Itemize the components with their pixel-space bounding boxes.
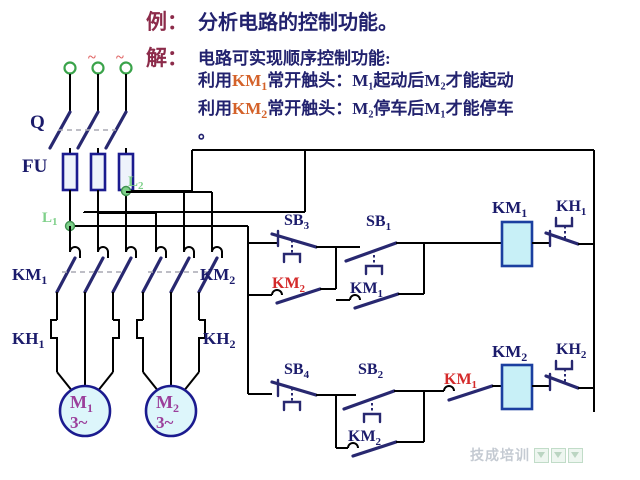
coil-km1: KM1 — [424, 198, 534, 268]
overload-contact-kh1[interactable]: KH1 — [532, 198, 594, 248]
sb4-label: SB4 — [284, 361, 310, 381]
supply-terminals: ~ ~ — [63, 50, 133, 112]
km1-hold-label: KM1 — [350, 280, 383, 300]
line2-km-sub: 1 — [261, 79, 268, 94]
watermark-logo-icon — [534, 447, 583, 463]
interlock-contact-km2[interactable]: KM2 — [248, 247, 337, 305]
stop-button-sb4[interactable]: SB4 — [270, 361, 336, 412]
solution-label: 解： — [146, 46, 188, 70]
solution-line-1: 电路可实现顺序控制功能: — [198, 49, 391, 68]
coil-km2-box — [500, 363, 534, 411]
km2-main-label: KM2 — [200, 265, 235, 287]
motor-m1-circle — [58, 384, 112, 438]
motor-m2-circle — [144, 384, 198, 438]
control-rung-2: SB4 SB2 KM2 — [248, 341, 594, 458]
line3-mid: 常开触头： — [267, 99, 353, 118]
coil-km1-box — [500, 220, 534, 268]
line2-km-label: KM — [232, 71, 262, 90]
motor-m2-type: 3~ — [156, 413, 174, 432]
coil-km1-label: KM1 — [492, 198, 527, 220]
km1-series-label: KM1 — [444, 371, 477, 391]
sb1-label: SB1 — [366, 213, 391, 233]
supply-terminal-l2 — [91, 61, 105, 75]
kh2-main-label: KH2 — [203, 329, 235, 351]
thermal-relay-kh2-main: KH2 — [136, 319, 235, 372]
km1-main-label: KM1 — [12, 265, 47, 287]
watermark-text: 技成培训 — [470, 447, 530, 463]
fu-label: FU — [22, 156, 48, 177]
main-contactor-km1[interactable]: KM1 — [12, 246, 137, 352]
fuse-group-fu: FU — [22, 152, 135, 192]
main-contactor-km2[interactable]: KM2 — [141, 246, 235, 352]
line3-km-sub: 2 — [261, 107, 268, 122]
ac-symbol-2: ~ — [116, 50, 124, 66]
line2-tail: M₁起动后M₂才能起动 — [352, 71, 514, 90]
sb3-label: SB3 — [284, 212, 310, 232]
supply-terminal-l1 — [63, 61, 77, 75]
coil-km2: KM2 — [492, 342, 534, 411]
motor-m2: M2 3~ — [142, 352, 200, 438]
km2-interlock-label: KM2 — [272, 275, 306, 295]
holding-contact-km2[interactable]: KM2 — [335, 391, 425, 458]
watermark: 技成培训 — [470, 437, 636, 473]
line3-prefix: 利用 — [198, 99, 232, 118]
start-button-sb2[interactable]: SB2 — [336, 361, 424, 424]
example-label: 例： — [146, 10, 188, 34]
kh1-label: KH1 — [556, 198, 586, 218]
holding-contact-km1[interactable]: KM1 — [336, 243, 425, 310]
km2-feeders — [98, 191, 213, 252]
overload-contact-kh2[interactable]: KH2 — [532, 341, 594, 392]
coil-km2-label: KM2 — [492, 342, 527, 364]
series-contact-km1[interactable]: KM1 — [424, 371, 502, 402]
control-feed-l2: L2 — [120, 149, 594, 197]
ac-symbol-1: ~ — [88, 50, 96, 66]
start-button-sb1[interactable]: SB1 — [336, 213, 424, 276]
fuse-l1 — [61, 152, 79, 192]
stop-button-sb3[interactable]: SB3 — [268, 212, 336, 264]
line2-prefix: 利用 — [198, 71, 232, 90]
example-text: 分析电路的控制功能。 — [198, 12, 398, 34]
motor-m1-type: 3~ — [70, 413, 88, 432]
isolating-switch-q[interactable]: Q — [30, 110, 128, 150]
solution-line-4: 。 — [198, 123, 215, 142]
line3-km-label: KM — [232, 99, 262, 118]
fuse-l2 — [89, 152, 107, 192]
control-rung-1: SB3 KM2 SB1 — [248, 198, 594, 310]
line2-mid: 常开触头： — [267, 71, 353, 90]
control-feed-l1: L1 — [42, 210, 249, 394]
l1-label: L1 — [42, 210, 58, 228]
solution-line-3: 利用KM2常开触头：M₂停车后M₁才能停车 — [198, 94, 514, 122]
supply-terminal-l3 — [119, 61, 133, 75]
kh1-main-label: KH1 — [12, 329, 44, 351]
kh2-label: KH2 — [556, 341, 587, 361]
thermal-relay-kh1-main: KH1 — [12, 319, 120, 372]
motor-m1: M1 3~ — [56, 352, 114, 438]
sb2-label: SB2 — [358, 361, 384, 381]
solution-line-2: 利用KM1常开触头：M₁起动后M₂才能起动 — [198, 66, 514, 94]
km2-hold-label: KM2 — [348, 428, 382, 448]
l2-label: L2 — [128, 174, 144, 192]
line3-tail: M₂停车后M₁才能停车 — [352, 99, 514, 118]
q-label: Q — [30, 112, 45, 133]
